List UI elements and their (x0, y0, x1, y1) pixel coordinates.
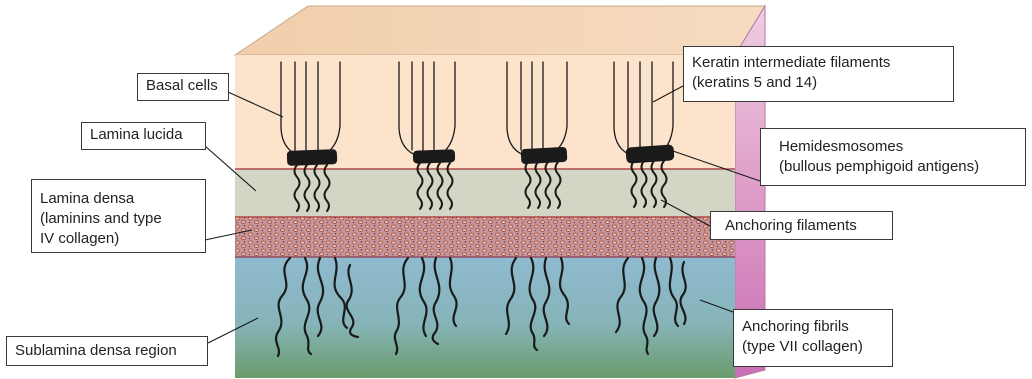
label-lamina-lucida: Lamina lucida (81, 122, 206, 150)
label-lamina-lucida-text: Lamina lucida (90, 125, 197, 145)
hemidesmosome-2 (413, 149, 455, 163)
sublamina-densa-layer (235, 257, 735, 378)
label-anchoring-fibrils-line-2: (type VII collagen) (742, 337, 884, 357)
label-lamina-densa: Lamina densa (laminins and type IV colla… (31, 179, 206, 253)
label-anchoring-fibrils-line-1: Anchoring fibrils (742, 317, 884, 337)
label-anchoring-filaments-text: Anchoring filaments (725, 216, 884, 236)
label-sublamina-densa: Sublamina densa region (6, 336, 208, 366)
label-lamina-densa-line-1: Lamina densa (40, 189, 197, 209)
label-anchoring-fibrils: Anchoring fibrils (type VII collagen) (733, 309, 893, 367)
label-lamina-densa-line-3: IV collagen) (40, 229, 197, 249)
label-keratin-filaments: Keratin intermediate filaments (keratins… (683, 46, 954, 102)
lamina-densa-layer (235, 217, 735, 257)
label-keratin-line-2: (keratins 5 and 14) (692, 73, 945, 93)
lamina-lucida-layer (235, 169, 735, 217)
hemidesmosome-4 (626, 144, 675, 163)
label-anchoring-filaments: Anchoring filaments (710, 211, 893, 240)
label-lamina-densa-line-2: (laminins and type (40, 209, 197, 229)
label-keratin-line-1: Keratin intermediate filaments (692, 53, 945, 73)
label-basal-cells-text: Basal cells (146, 76, 220, 96)
label-hemidesmosomes-line-1: Hemidesmosomes (779, 137, 1017, 157)
hemidesmosome-1 (287, 149, 337, 166)
label-hemidesmosomes-line-2: (bullous pemphigoid antigens) (779, 157, 1017, 177)
label-hemidesmosomes: Hemidesmosomes (bullous pemphigoid antig… (760, 128, 1026, 186)
label-sublamina-densa-text: Sublamina densa region (15, 341, 199, 361)
label-basal-cells: Basal cells (137, 73, 229, 101)
